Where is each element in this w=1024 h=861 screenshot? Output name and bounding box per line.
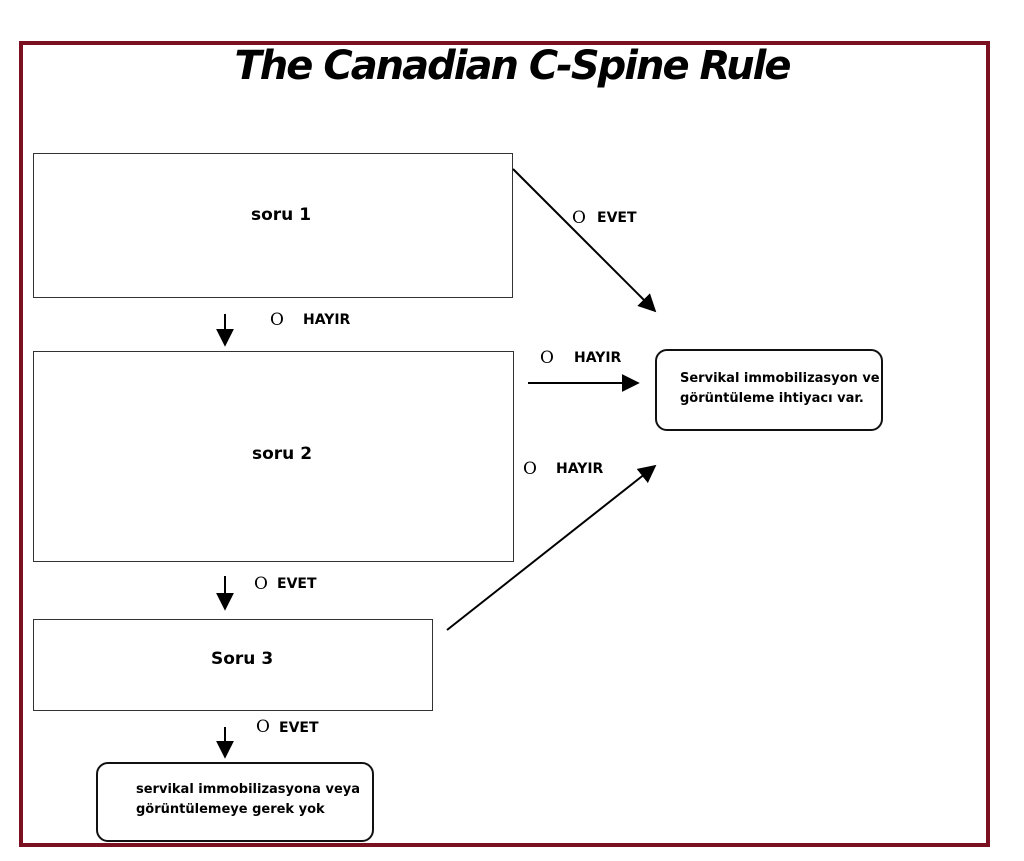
label-q3-evet: EVET bbox=[279, 720, 319, 736]
label-q1-hayir: HAYIR bbox=[303, 312, 351, 328]
option-marker: O bbox=[540, 348, 554, 368]
question-3-box bbox=[33, 619, 433, 711]
outer-frame bbox=[19, 41, 990, 847]
question-2-label: soru 2 bbox=[252, 444, 313, 464]
result-no-imaging: servikal immobilizasyona veya görüntülem… bbox=[96, 762, 374, 842]
question-1-label: soru 1 bbox=[251, 205, 312, 225]
arrow-q3-to-result bbox=[446, 464, 657, 631]
result-imaging-needed: Servikal immobilizasyon ve görüntüleme i… bbox=[655, 349, 883, 431]
result-imaging-needed-line2: görüntüleme ihtiyacı var. bbox=[680, 391, 864, 406]
option-marker: O bbox=[254, 574, 268, 594]
label-q1-evet: EVET bbox=[597, 210, 637, 226]
arrow-q1-to-result bbox=[512, 168, 657, 313]
label-q2-evet: EVET bbox=[277, 576, 317, 592]
option-marker: O bbox=[270, 310, 284, 330]
question-3-label: Soru 3 bbox=[211, 649, 274, 669]
result-no-imaging-line1: servikal immobilizasyona veya bbox=[136, 782, 361, 797]
page-title: The Canadian C-Spine Rule bbox=[234, 43, 792, 89]
label-q2-hayir: HAYIR bbox=[574, 350, 622, 366]
option-marker: O bbox=[256, 717, 270, 737]
label-q3-hayir: HAYIR bbox=[556, 461, 604, 477]
question-2-box bbox=[33, 351, 514, 562]
option-marker: O bbox=[572, 208, 586, 228]
result-imaging-needed-line1: Servikal immobilizasyon ve bbox=[680, 371, 880, 386]
question-1-box bbox=[33, 153, 513, 298]
option-marker: O bbox=[523, 459, 537, 479]
result-no-imaging-line2: görüntülemeye gerek yok bbox=[136, 802, 325, 817]
